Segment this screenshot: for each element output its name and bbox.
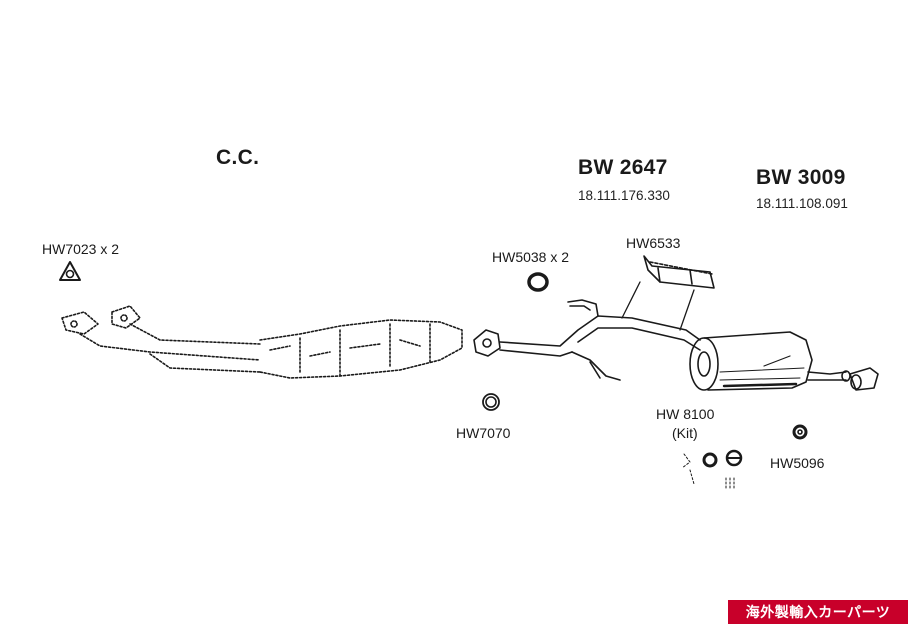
gasket-hw7023-part (59, 261, 81, 281)
intermediate-pipe-bw2647-part (499, 299, 701, 381)
rear-muffler-bw3009-part (689, 331, 851, 391)
tail-pipe-part (849, 367, 879, 391)
heat-shield-hw6533-part (643, 255, 715, 289)
label-hw8100: HW 8100 (656, 406, 715, 422)
kit-hw8100-part (681, 449, 743, 491)
label-hw5038: HW5038 x 2 (492, 249, 570, 265)
label-hw6533: HW6533 (626, 235, 681, 251)
label-bw2647: BW 2647 (578, 156, 668, 179)
hanger-hw5096-part (792, 424, 808, 440)
label-hw8100-kit: (Kit) (672, 425, 698, 441)
catalytic-converter-part (61, 305, 463, 379)
label-bw3009: BW 3009 (756, 166, 846, 189)
pipe-flange-part (473, 329, 501, 357)
ring-hw7070-part (482, 393, 500, 411)
import-parts-badge: 海外製輸入カーパーツ (728, 600, 908, 624)
ring-hw5038-part (527, 272, 549, 292)
label-hw5096: HW5096 (770, 455, 825, 471)
label-cc: C.C. (216, 146, 260, 169)
label-bw2647-number: 18.111.176.330 (578, 188, 670, 203)
label-hw7023: HW7023 x 2 (42, 241, 120, 257)
leader-lines (621, 281, 695, 331)
label-hw7070: HW7070 (456, 425, 511, 441)
label-bw3009-number: 18.111.108.091 (756, 196, 848, 211)
